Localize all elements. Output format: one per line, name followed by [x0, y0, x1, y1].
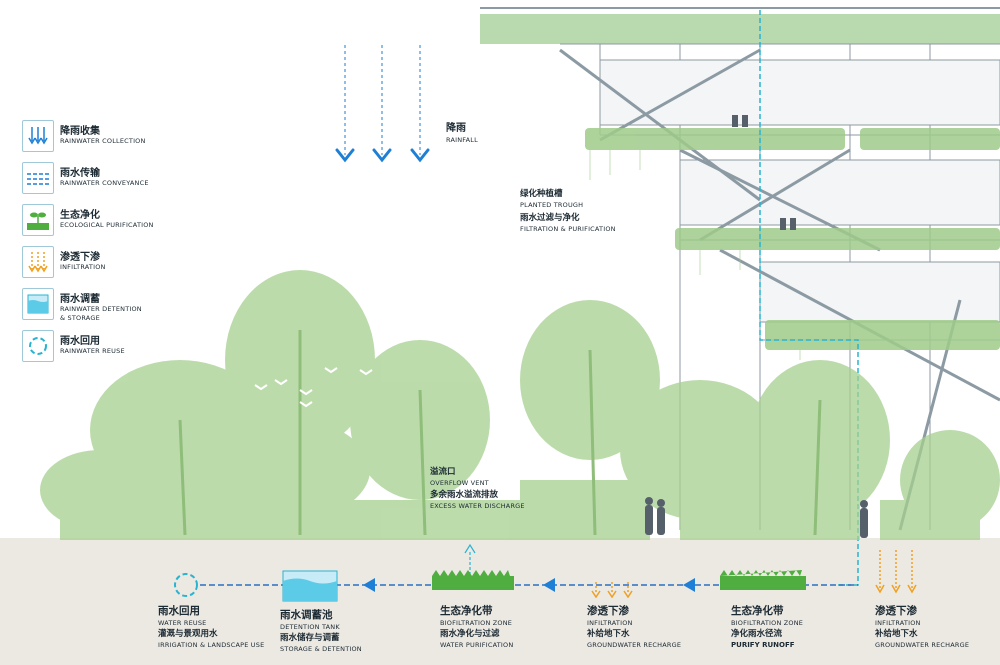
stage-cn: 生态净化带 — [440, 605, 493, 617]
stage-detail-en: WATER PURIFICATION — [440, 641, 514, 649]
stage-detail-cn: 补给地下水 — [587, 629, 630, 639]
stage-detail-en: IRRIGATION & LANDSCAPE USE — [158, 641, 265, 649]
stage-detail-en: PURIFY RUNOFF — [731, 641, 795, 649]
stage-biofiltration-1: 生态净化带 BIOFILTRATION ZONE 雨水净化与过滤 WATER P… — [440, 604, 513, 650]
reuse-circle-icon — [174, 573, 198, 597]
trough-filtration-cn: 雨水过滤与净化 — [520, 213, 580, 223]
stage-cn: 渗透下渗 — [587, 605, 629, 617]
people-silhouettes — [645, 115, 868, 538]
legend-label-en: INFILTRATION — [60, 263, 106, 271]
biofiltration-strip-1 — [432, 570, 514, 590]
stage-detail-en: GROUNDWATER RECHARGE — [875, 641, 970, 649]
rainfall-label: 降雨 RAINFALL — [446, 122, 478, 145]
stage-en: WATER REUSE — [158, 619, 207, 627]
overflow-label-en: OVERFLOW VENT — [430, 479, 489, 487]
stage-detail-cn: 灌溉与景观用水 — [158, 629, 218, 639]
stage-cn: 雨水回用 — [158, 605, 200, 617]
rainfall-arrowheads — [335, 148, 430, 163]
biofiltration-strip-2 — [720, 570, 806, 590]
legend-label-cn: 降雨收集 — [60, 126, 100, 137]
birds — [254, 367, 373, 408]
sprout-icon — [22, 204, 54, 236]
stage-en: BIOFILTRATION ZONE — [731, 619, 804, 627]
hanging-vines — [589, 150, 801, 360]
stage-en: INFILTRATION — [875, 619, 921, 627]
rain-collection-icon — [22, 120, 54, 152]
legend-label-cn: 渗透下渗 — [60, 252, 100, 263]
overflow-label: 溢流口 OVERFLOW VENT 多余雨水溢流排放 EXCESS WATER … — [430, 466, 525, 511]
stage-biofiltration-2: 生态净化带 BIOFILTRATION ZONE 净化雨水径流 PURIFY R… — [731, 604, 803, 650]
trough-label: 绿化种植槽 PLANTED TROUGH 雨水过滤与净化 FILTRATION … — [520, 188, 616, 234]
legend-label-en: RAINWATER COLLECTION — [60, 137, 146, 145]
stage-detention-tank: 雨水调蓄池 DETENTION TANK 雨水储存与调蓄 STORAGE & D… — [280, 608, 362, 654]
legend-label-en: RAINWATER DETENTION & STORAGE — [60, 305, 142, 322]
stage-en: BIOFILTRATION ZONE — [440, 619, 513, 627]
ground-band — [0, 538, 1000, 665]
stage-en: INFILTRATION — [587, 619, 633, 627]
legend-label-en: RAINWATER CONVEYANCE — [60, 179, 149, 187]
legend-label-cn: 生态净化 — [60, 210, 100, 221]
stage-cn: 雨水调蓄池 — [280, 609, 333, 621]
overflow-label-cn: 溢流口 — [430, 467, 456, 477]
stage-infiltration-2: 渗透下渗 INFILTRATION 补给地下水 GROUNDWATER RECH… — [875, 604, 969, 650]
legend-label-cn: 雨水回用 — [60, 336, 100, 347]
planted-troughs — [585, 128, 1000, 350]
stage-cn: 生态净化带 — [731, 605, 784, 617]
reuse-cycle-icon — [22, 330, 54, 362]
legend-label-cn: 雨水调蓄 — [60, 294, 100, 305]
stage-infiltration-1: 渗透下渗 INFILTRATION 补给地下水 GROUNDWATER RECH… — [587, 604, 681, 650]
overflow-vent-arrow — [464, 543, 476, 575]
stage-detail-en: GROUNDWATER RECHARGE — [587, 641, 682, 649]
legend-label-en: ECOLOGICAL PURIFICATION — [60, 221, 154, 229]
stage-detail-cn: 雨水净化与过滤 — [440, 629, 500, 639]
trough-filtration-en: FILTRATION & PURIFICATION — [520, 225, 616, 233]
stage-detail-en: STORAGE & DETENTION — [280, 645, 362, 653]
flow-arrowheads — [363, 578, 695, 592]
detention-tank-icon — [282, 570, 338, 602]
infiltration-arrows-large — [875, 550, 917, 594]
rainfall-arrows — [344, 45, 421, 155]
trough-label-cn: 绿化种植槽 — [520, 189, 563, 199]
building — [480, 7, 1000, 531]
tree-trunks — [178, 330, 822, 536]
rainfall-label-en: RAINFALL — [446, 136, 478, 144]
water-conveyance-icon — [22, 162, 54, 194]
stage-detail-cn: 补给地下水 — [875, 629, 918, 639]
rainfall-label-cn: 降雨 — [446, 123, 466, 134]
stage-detail-cn: 雨水储存与调蓄 — [280, 633, 340, 643]
overflow-discharge-cn: 多余雨水溢流排放 — [430, 490, 499, 500]
infiltration-arrows-small — [591, 582, 633, 599]
stage-detail-cn: 净化雨水径流 — [731, 629, 783, 639]
stage-en: DETENTION TANK — [280, 623, 340, 631]
trough-label-en: PLANTED TROUGH — [520, 201, 584, 209]
legend-label-en: RAINWATER REUSE — [60, 347, 125, 355]
legend-label-cn: 雨水传输 — [60, 168, 100, 179]
infiltration-arrows-icon — [22, 246, 54, 278]
stage-cn: 渗透下渗 — [875, 605, 917, 617]
detention-tank-icon — [22, 288, 54, 320]
overflow-discharge-en: EXCESS WATER DISCHARGE — [430, 502, 525, 510]
stage-water-reuse: 雨水回用 WATER REUSE 灌溉与景观用水 IRRIGATION & LA… — [158, 604, 264, 650]
